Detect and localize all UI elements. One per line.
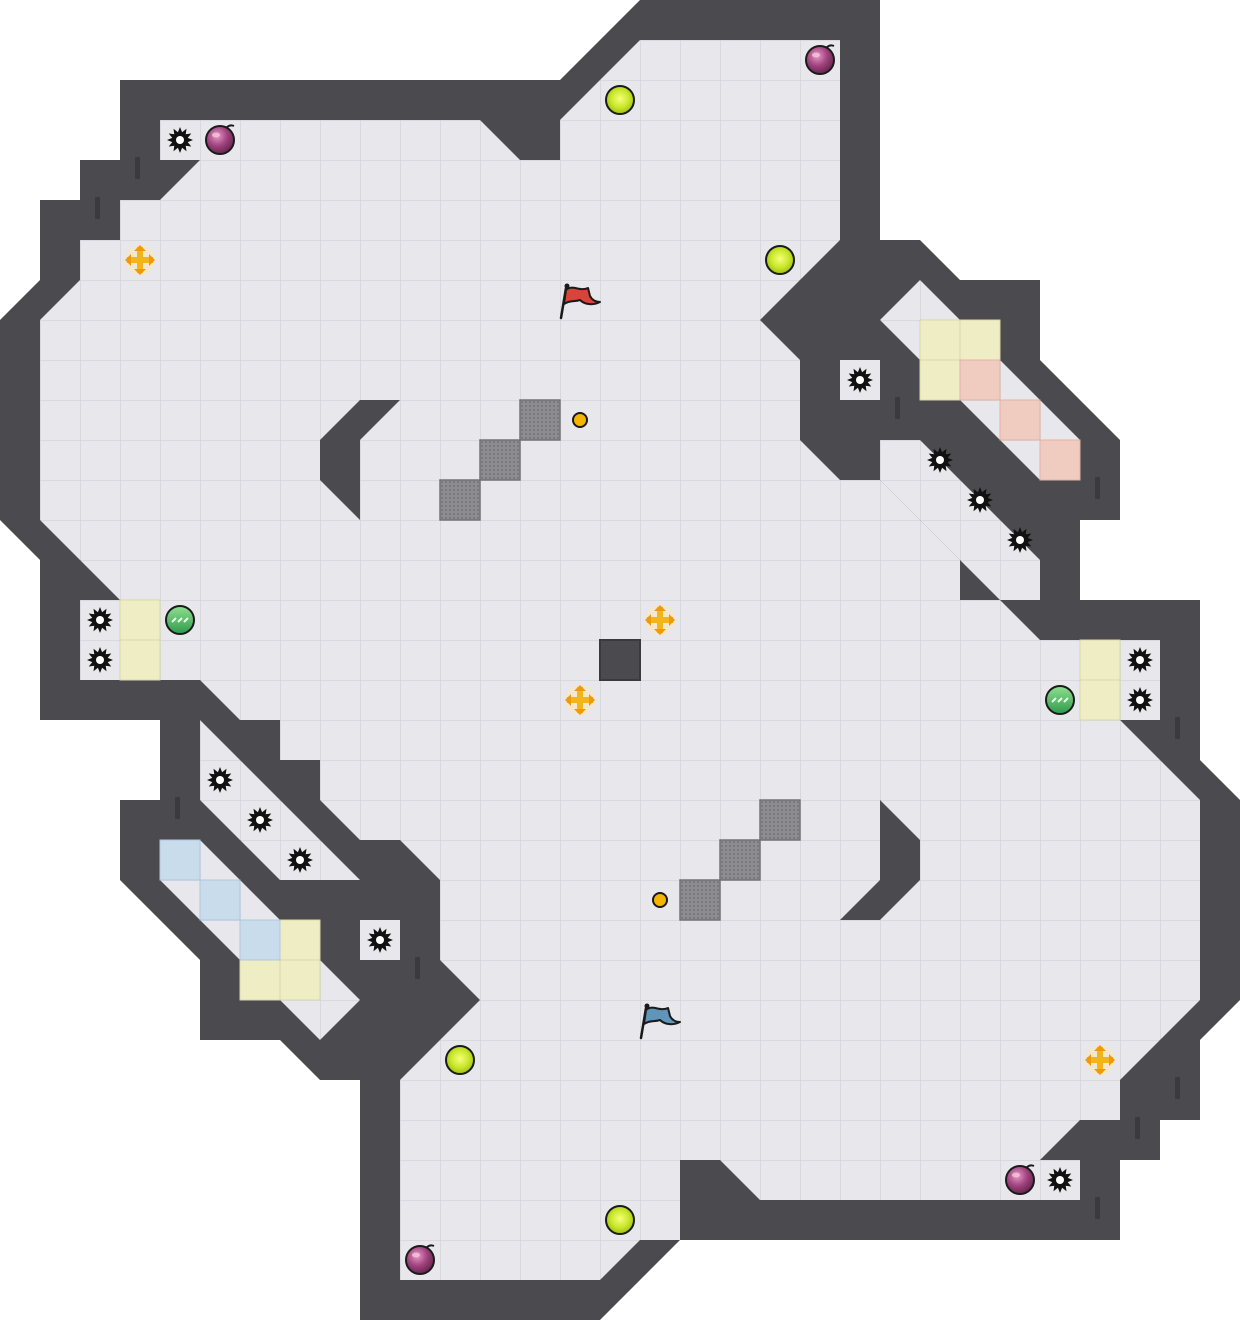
floor-pocket-sw-2 (200, 720, 360, 880)
team-boost-icon (1045, 685, 1075, 715)
spike-icon (367, 927, 393, 953)
red-team-tiles (959, 359, 1081, 481)
spike-icon (1007, 527, 1033, 553)
boosts-layer (125, 245, 1115, 1075)
wall-notches (95, 157, 1180, 1219)
spike-icon (927, 447, 953, 473)
portal-icon (652, 892, 668, 908)
powerup-icon (765, 245, 795, 275)
yellow-tiles (119, 319, 1121, 1001)
speed-boost-icon (125, 245, 155, 275)
spike-icon (1047, 1167, 1073, 1193)
wall-bracket-left (320, 400, 400, 520)
gate-tiles (439, 399, 801, 921)
powerup-icon (605, 1205, 635, 1235)
bomb-icon (1005, 1164, 1035, 1195)
spike-icon (87, 607, 113, 633)
blue-team-tiles (159, 839, 281, 961)
floor-pocket-ne-2 (880, 440, 1040, 600)
blue-flag-icon (639, 1003, 681, 1040)
wall-bracket-right (840, 800, 920, 920)
wall-block-center (599, 639, 641, 681)
spikes-layer (87, 127, 1153, 1193)
spike-icon (847, 367, 873, 393)
red-flag-icon (559, 283, 601, 320)
powerup-icon (445, 1045, 475, 1075)
speed-boost-icon (1085, 1045, 1115, 1075)
bomb-icon (405, 1244, 435, 1275)
portal-icon (572, 412, 588, 428)
spike-icon (167, 127, 193, 153)
spike-icon (1127, 647, 1153, 673)
speed-boost-icon (645, 605, 675, 635)
spike-icon (967, 487, 993, 513)
bomb-icon (805, 44, 835, 75)
spike-icon (87, 647, 113, 673)
spike-icon (287, 847, 313, 873)
bomb-icon (205, 124, 235, 155)
powerup-icon (605, 85, 635, 115)
team-boost-icon (165, 605, 195, 635)
powerups-layer (445, 85, 795, 1235)
spike-icon (247, 807, 273, 833)
speed-boost-icon (565, 685, 595, 715)
spike-icon (207, 767, 233, 793)
bombs-layer (205, 44, 1035, 1275)
spike-icon (1127, 687, 1153, 713)
